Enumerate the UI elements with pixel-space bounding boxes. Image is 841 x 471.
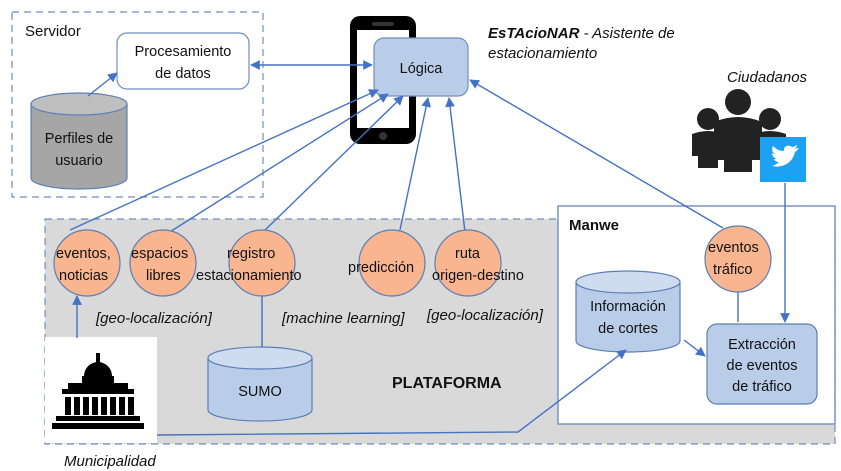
profiles-processing-link	[87, 72, 118, 97]
spaces-logic-link	[164, 93, 389, 236]
server-label: Servidor	[25, 23, 81, 40]
registry-logic-link	[261, 95, 404, 234]
platform-label: PLATAFORMA	[392, 375, 502, 392]
connectors	[69, 60, 790, 436]
traffic-logic-link	[469, 79, 724, 229]
processing-box	[116, 32, 250, 90]
cuts-database	[575, 270, 681, 353]
route-label-2: origen-destino	[432, 268, 524, 284]
traffic-label-1: eventos	[708, 240, 759, 256]
events-label-2: noticias	[59, 268, 108, 284]
events-label-1: eventos,	[56, 246, 111, 262]
twitter-bird-icon	[772, 145, 799, 167]
profiles-label-2: usuario	[55, 153, 103, 169]
prediction-logic-link	[399, 97, 431, 231]
geo-note-2: [geo-localización]	[426, 307, 544, 324]
cuts-label-2: de cortes	[598, 321, 658, 337]
app-title: EsTAcioNAR - Asistente de	[488, 25, 675, 42]
route-node	[434, 229, 502, 297]
registry-label-2: estacionamiento	[196, 268, 302, 284]
app-title-brand: EsTAcioNAR	[488, 25, 580, 42]
logic-label: Lógica	[400, 61, 444, 77]
municipality-label: Municipalidad	[64, 453, 156, 470]
route-label-1: ruta	[455, 246, 481, 262]
events-news-node	[53, 229, 121, 297]
municipality-cuts-link	[156, 349, 627, 436]
profiles-label-1: Perfiles de	[45, 131, 114, 147]
logic-box	[373, 37, 469, 97]
spaces-label-2: libres	[146, 268, 181, 284]
app-title-line2: estacionamiento	[488, 45, 597, 62]
processing-label-2: de datos	[155, 66, 211, 82]
extraction-label-3: de tráfico	[732, 379, 792, 395]
spaces-label-1: espacios	[131, 246, 188, 262]
extraction-box	[706, 323, 818, 405]
traffic-events-node	[704, 225, 772, 293]
prediction-label: predicción	[348, 260, 414, 276]
traffic-label-2: tráfico	[713, 262, 753, 278]
app-title-rest: - Asistente de	[579, 25, 674, 42]
cuts-label-1: Información	[590, 299, 666, 315]
cuts-extraction-link	[683, 339, 706, 357]
manwe-label: Manwe	[569, 217, 619, 234]
extraction-label-2: de eventos	[727, 358, 798, 374]
free-spaces-node	[129, 229, 197, 297]
user-profiles-database	[30, 92, 128, 190]
route-logic-link	[445, 97, 466, 233]
sumo-database	[207, 346, 313, 422]
registry-label-1: registro	[227, 246, 275, 262]
ml-note: [machine learning]	[281, 310, 405, 327]
events-logic-link	[69, 89, 379, 231]
parking-registry-node	[228, 229, 296, 297]
extraction-label-1: Extracción	[728, 337, 796, 353]
geo-note-1: [geo-localización]	[95, 310, 213, 327]
citizens-label: Ciudadanos	[727, 69, 808, 86]
municipality-building-icon	[52, 353, 144, 429]
prediction-node	[358, 229, 426, 297]
processing-label-1: Procesamiento	[135, 44, 232, 60]
sumo-label: SUMO	[238, 384, 282, 400]
